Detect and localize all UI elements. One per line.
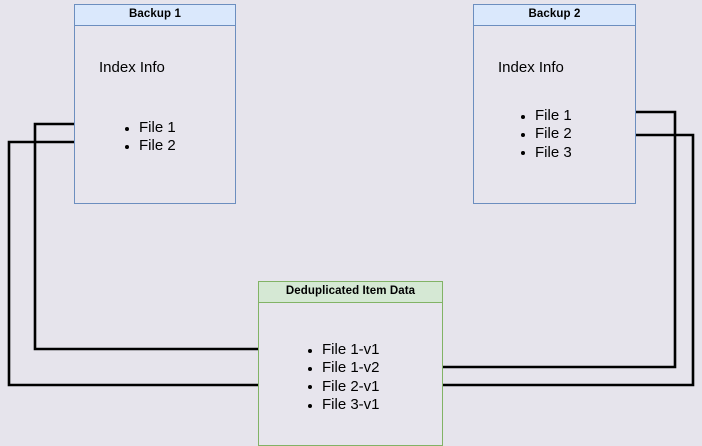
node-deduplicated-item-data[interactable]: Deduplicated Item Data File 1-v1 File 1-… bbox=[258, 281, 443, 446]
list-item: File 1 bbox=[123, 119, 176, 137]
node-deduplicated-item-data-header: Deduplicated Item Data bbox=[259, 282, 442, 303]
list-item: File 2 bbox=[123, 137, 176, 155]
list-item: File 3-v1 bbox=[306, 396, 380, 414]
node-backup-1-file-list: File 1 File 2 bbox=[123, 119, 176, 156]
list-item: File 2-v1 bbox=[306, 378, 380, 396]
node-backup-2-header: Backup 2 bbox=[474, 5, 635, 26]
node-backup-1-caption: Index Info bbox=[99, 59, 165, 76]
list-item: File 3 bbox=[519, 144, 572, 162]
node-backup-2[interactable]: Backup 2 Index Info File 1 File 2 File 3 bbox=[473, 4, 636, 204]
list-item: File 1-v1 bbox=[306, 341, 380, 359]
node-backup-2-caption: Index Info bbox=[498, 59, 564, 76]
list-item: File 1 bbox=[519, 107, 572, 125]
node-backup-1-header: Backup 1 bbox=[75, 5, 235, 26]
node-deduplicated-item-data-file-list: File 1-v1 File 1-v2 File 2-v1 File 3-v1 bbox=[306, 341, 380, 415]
list-item: File 2 bbox=[519, 125, 572, 143]
list-item: File 1-v2 bbox=[306, 359, 380, 377]
node-backup-2-file-list: File 1 File 2 File 3 bbox=[519, 107, 572, 162]
node-backup-1[interactable]: Backup 1 Index Info File 1 File 2 bbox=[74, 4, 236, 204]
